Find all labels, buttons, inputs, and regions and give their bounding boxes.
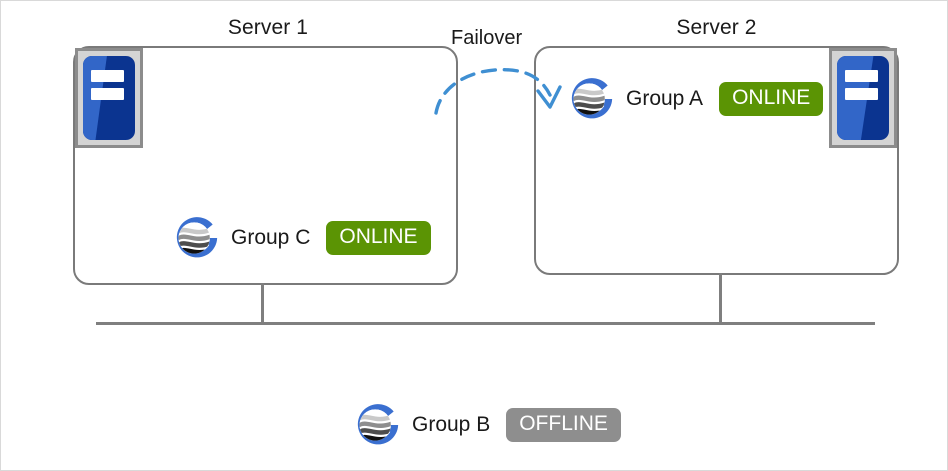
group-globe-logo [176,217,218,258]
server-hardware-icon [829,48,897,148]
server-icon-bar-bottom [845,87,878,100]
status-badge: ONLINE [719,82,824,116]
server-1-title: Server 1 [227,16,309,39]
group-row-c[interactable]: Group C ONLINE [169,210,431,266]
group-globe-logo [571,78,613,119]
group-label: Group A [626,87,704,110]
server-icon-bar-top [845,70,878,83]
status-badge: OFFLINE [506,408,621,442]
network-bus-line [96,322,875,325]
server-icon-body [837,56,889,140]
server-2-title: Server 2 [676,16,757,39]
group-row-a[interactable]: Group A ONLINE [564,71,824,127]
server-icon-bar-top [91,70,124,83]
group-label: Group B [412,413,491,436]
failover-label: Failover [451,27,523,49]
server-icon-bar-bottom [91,87,124,100]
group-label: Group C [231,226,311,249]
group-globe-logo [357,404,399,445]
server-icon-body [83,56,135,140]
server-2-drop-line [719,273,722,323]
group-row-b[interactable]: Group B OFFLINE [350,397,621,453]
server-hardware-icon [75,48,143,148]
failover-arrow-icon [434,68,562,115]
status-badge: ONLINE [326,221,431,255]
server-1-drop-line [261,283,264,323]
